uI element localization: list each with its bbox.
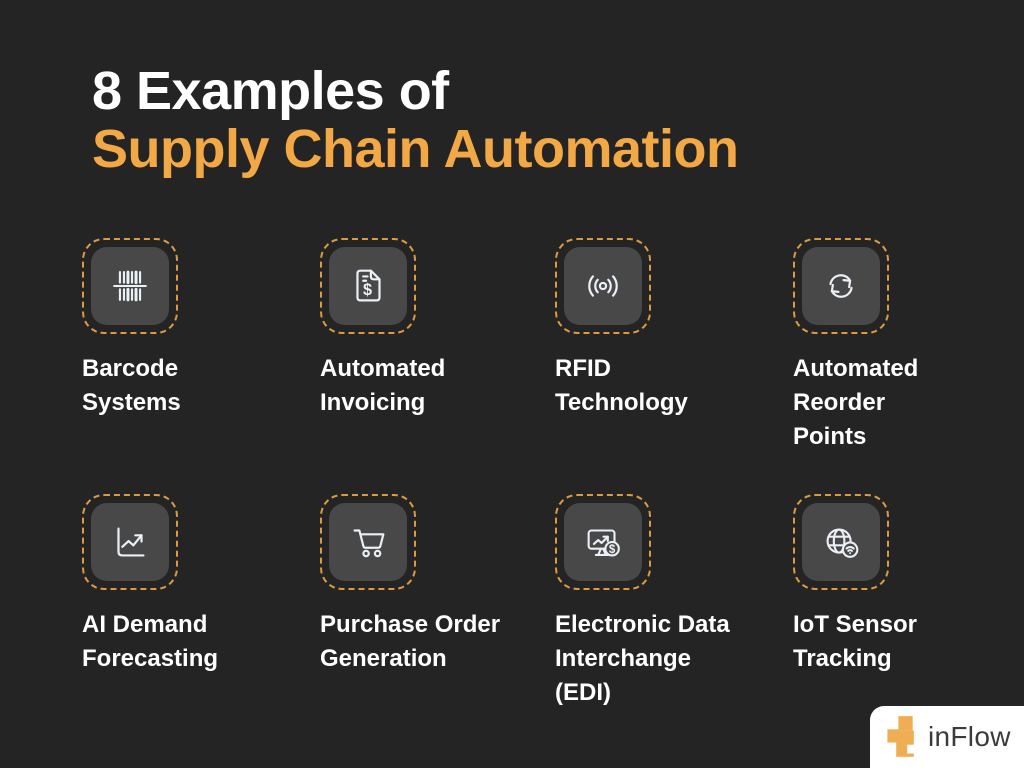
grid-row-1: Barcode Systems $ Automated Invoi [82, 238, 1020, 454]
item-iot-sensor-tracking: IoT Sensor Tracking [793, 494, 1020, 710]
item-automated-invoicing: $ Automated Invoicing [320, 238, 555, 454]
tile-border [555, 238, 651, 334]
tile [802, 247, 880, 325]
item-barcode-systems: Barcode Systems [82, 238, 320, 454]
barcode-icon [113, 270, 147, 302]
tile-border: $ [320, 238, 416, 334]
grid-row-2: AI Demand Forecasting Purchase Order Gen… [82, 494, 1020, 710]
item-label: IoT Sensor Tracking [793, 611, 918, 672]
item-label: Automated Invoicing [320, 355, 446, 416]
item-label: Barcode Systems [82, 355, 181, 416]
tile [564, 247, 642, 325]
tile [91, 247, 169, 325]
chart-icon [117, 527, 145, 557]
tile-border: $ [555, 494, 651, 590]
svg-text:$: $ [609, 544, 616, 556]
tile-border [793, 494, 889, 590]
globe-icon [826, 528, 859, 558]
title-line-1: 8 Examples of [92, 61, 449, 121]
item-label: AI Demand Forecasting [82, 611, 219, 672]
page-title: 8 Examples of Supply Chain Automation [92, 61, 739, 179]
tile-border [793, 238, 889, 334]
inflow-logo-text: inFlow [928, 721, 1011, 752]
tile [802, 503, 880, 581]
item-electronic-data-interchange: $ Electronic Data Interchange (EDI) [555, 494, 793, 710]
tile-border [82, 494, 178, 590]
tile-border [82, 238, 178, 334]
tile [329, 503, 407, 581]
tile [91, 503, 169, 581]
tile: $ [329, 247, 407, 325]
item-ai-demand-forecasting: AI Demand Forecasting [82, 494, 320, 710]
inflow-logo: inFlow [870, 706, 1024, 768]
invoice-icon: $ [356, 269, 381, 302]
item-label: Electronic Data Interchange (EDI) [555, 611, 730, 706]
item-rfid-technology: RFID Technology [555, 238, 793, 454]
tile: $ [564, 503, 642, 581]
inflow-logo-icon [887, 716, 915, 757]
reorder-icon [829, 274, 853, 298]
item-automated-reorder-points: Automated Reorder Points [793, 238, 1020, 454]
item-purchase-order-generation: Purchase Order Generation [320, 494, 555, 710]
item-label: RFID Technology [555, 355, 688, 416]
item-label: Purchase Order Generation [320, 611, 501, 672]
tile-border [320, 494, 416, 590]
rfid-icon [588, 275, 618, 297]
cart-icon [353, 529, 385, 558]
title-line-2: Supply Chain Automation [92, 119, 739, 179]
edi-icon: $ [587, 529, 620, 557]
item-label: Automated Reorder Points [793, 355, 919, 450]
svg-text:$: $ [363, 281, 372, 299]
